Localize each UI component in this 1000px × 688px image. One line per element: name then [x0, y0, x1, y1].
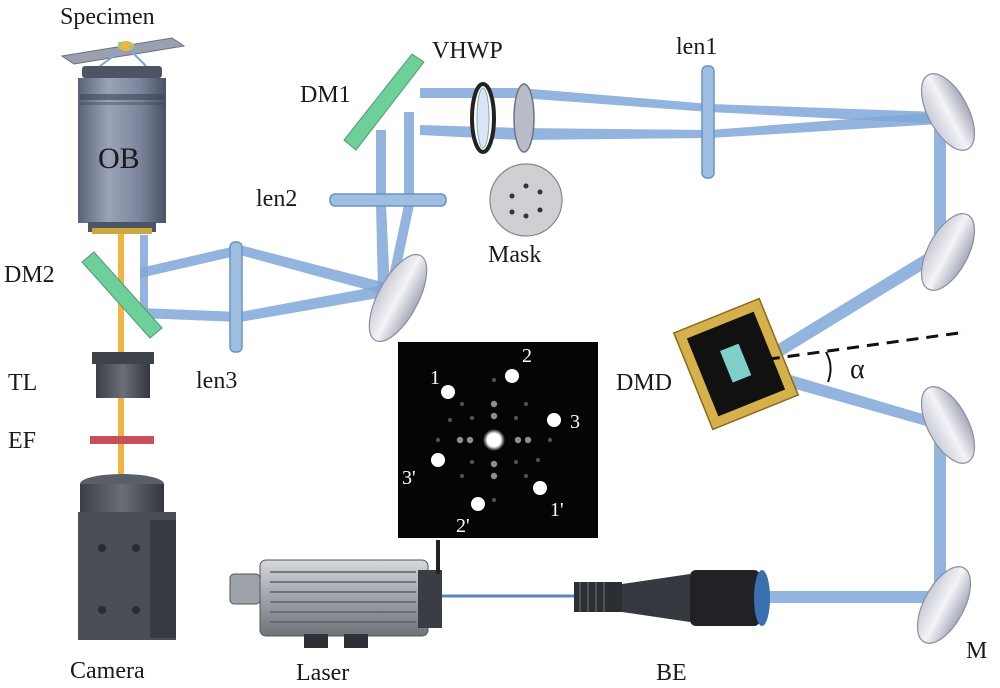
spot-label: 1	[430, 367, 440, 389]
speckle	[513, 415, 519, 421]
len2-label: len2	[256, 186, 297, 212]
diffraction-spot	[431, 453, 445, 467]
alpha-label: α	[850, 354, 865, 385]
speckle	[535, 457, 541, 463]
speckle	[447, 417, 453, 423]
beam-path	[118, 88, 946, 603]
mirror-right-upper	[920, 213, 976, 291]
diffraction-spot	[471, 497, 485, 511]
speckle	[523, 401, 529, 407]
beam-expander	[574, 570, 770, 626]
speckle	[523, 473, 529, 479]
tube-lens	[92, 352, 154, 398]
camera-label: Camera	[70, 658, 145, 684]
camera	[78, 474, 176, 640]
speckle	[490, 472, 498, 480]
speckle	[459, 401, 465, 407]
lens-len1	[701, 65, 715, 179]
speckle	[514, 436, 522, 444]
be-label: BE	[656, 660, 687, 686]
laser-label: Laser	[296, 660, 349, 686]
spot-label: 3	[570, 411, 580, 433]
mirror-lower-left	[368, 253, 428, 343]
len1-label: len1	[676, 34, 717, 60]
speckle	[456, 436, 464, 444]
dichroic-mirror-dm2	[81, 251, 163, 339]
diffraction-spot	[441, 385, 455, 399]
lens-len2	[329, 193, 447, 207]
vortex-half-wave-plate	[470, 82, 496, 154]
diffraction-spot	[505, 369, 519, 383]
len3-label: len3	[196, 368, 237, 394]
speckle	[490, 460, 498, 468]
spatial-mask	[489, 163, 563, 237]
objective-lens	[78, 66, 166, 234]
diffraction-spot	[533, 481, 547, 495]
spot-label: 2	[522, 345, 532, 367]
spot-label: 3'	[402, 467, 416, 489]
specimen	[60, 37, 186, 67]
speckle	[490, 412, 498, 420]
tl-label: TL	[8, 370, 37, 396]
speckle	[435, 437, 441, 443]
speckle	[469, 459, 475, 465]
speckle	[469, 415, 475, 421]
speckle	[491, 377, 497, 383]
emission-filter	[90, 436, 154, 444]
lens-len3	[229, 241, 243, 353]
vhwp-label: VHWP	[432, 38, 503, 64]
dm2-label: DM2	[4, 262, 55, 288]
diffraction-spot	[547, 413, 561, 427]
dmd	[672, 297, 800, 431]
ob-label: OB	[98, 142, 140, 175]
spot-label: 1'	[550, 499, 564, 521]
speckle	[524, 436, 532, 444]
speckle	[490, 400, 498, 408]
mirror-right-lower	[920, 386, 976, 464]
mirror-m	[916, 566, 972, 644]
speckle	[466, 436, 474, 444]
laser	[229, 540, 442, 648]
ef-label: EF	[8, 428, 36, 454]
dichroic-mirror-dm1	[343, 53, 425, 151]
alpha-angle	[747, 330, 967, 383]
speckle	[513, 459, 519, 465]
dm1-label: DM1	[300, 82, 351, 108]
mask-label: Mask	[488, 242, 541, 268]
spot-label: 2'	[456, 515, 470, 537]
specimen-label: Specimen	[60, 4, 155, 30]
m-label: M	[966, 638, 987, 664]
speckle	[459, 473, 465, 479]
mirror-top-right	[920, 73, 976, 151]
speckle	[491, 497, 497, 503]
polarizer-plate	[513, 83, 535, 153]
speckle	[547, 437, 553, 443]
diffraction-pattern: 1 2 3 3' 2' 1'	[398, 342, 598, 538]
dmd-label: DMD	[616, 370, 672, 396]
